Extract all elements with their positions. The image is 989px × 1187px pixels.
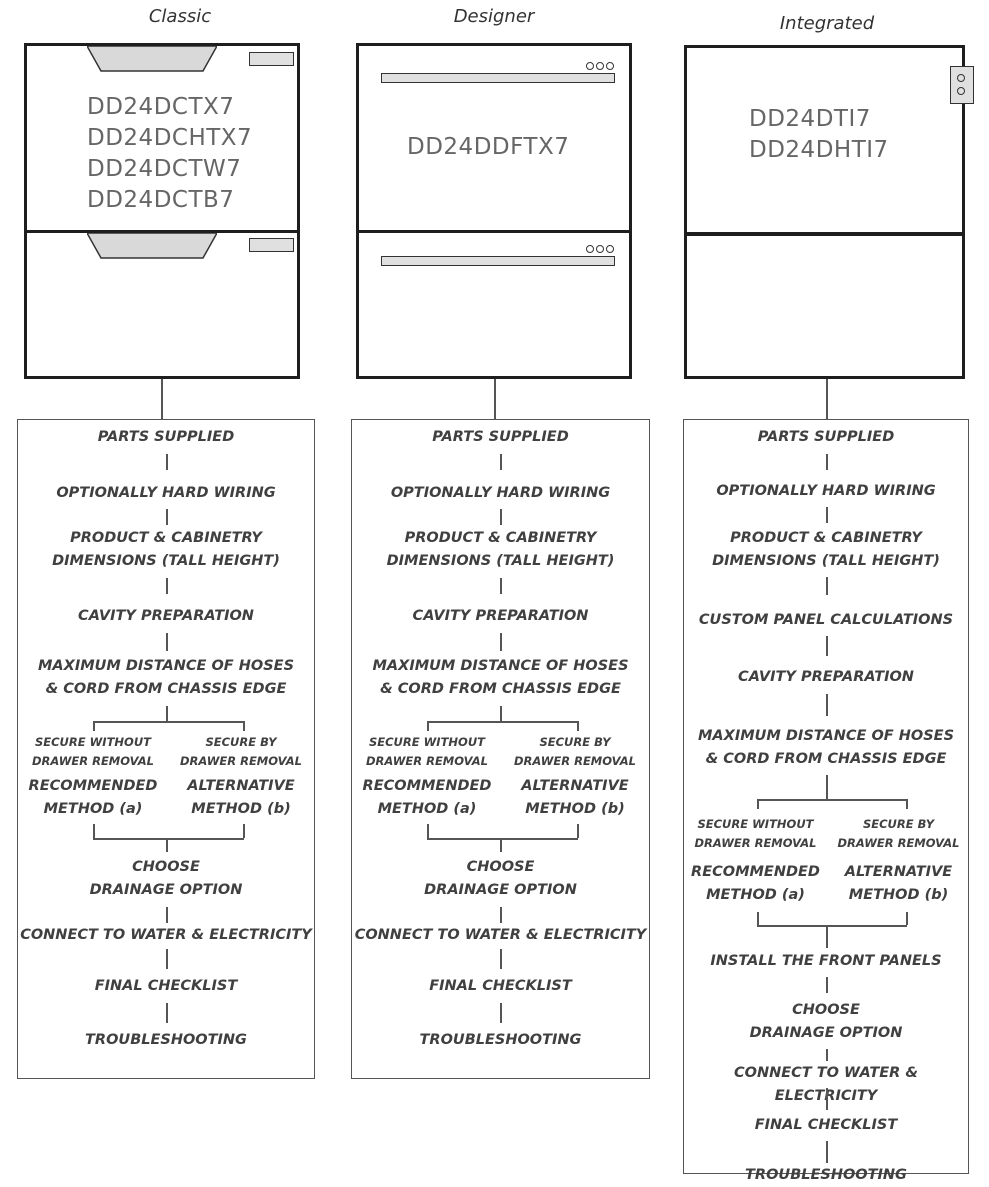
option-secure-without-drawer-removal: SECURE WITHOUT DRAWER REMOVAL	[32, 735, 154, 768]
step-cavity-preparation: CAVITY PREPARATION	[412, 608, 589, 624]
recommended-method-a: RECOMMENDED METHOD (a)	[691, 864, 820, 903]
recommended-method-a: RECOMMENDED METHOD (a)	[28, 778, 158, 817]
step-optionally-hard-wiring: OPTIONALLY HARD WIRING	[56, 485, 276, 501]
designer-dishwasher-illustration: DD24DDFTX7	[356, 43, 632, 379]
designer-installation-flow: PARTS SUPPLIED OPTIONALLY HARD WIRING PR…	[351, 419, 650, 1079]
step-parts-supplied: PARTS SUPPLIED	[432, 429, 569, 445]
step-troubleshooting: TROUBLESHOOTING	[419, 1032, 582, 1048]
step-connect-water-electricity: CONNECT TO WATER & ELECTRICITY	[354, 927, 647, 943]
classic-control-panel-top	[249, 52, 294, 66]
step-parts-supplied: PARTS SUPPLIED	[757, 429, 895, 445]
model-number: DD24DDFTX7	[407, 134, 570, 160]
step-custom-panel-calculations: CUSTOM PANEL CALCULATIONS	[698, 612, 954, 628]
drawer-divider	[687, 232, 962, 236]
connector-line	[161, 379, 163, 419]
integrated-installation-flow: PARTS SUPPLIED OPTIONALLY HARD WIRING PR…	[683, 419, 969, 1183]
model-number: DD24DTI7	[749, 106, 871, 132]
step-parts-supplied: PARTS SUPPLIED	[97, 429, 235, 445]
option-secure-without-drawer-removal: SECURE WITHOUT DRAWER REMOVAL	[694, 817, 817, 850]
model-number: DD24DCTX7	[87, 94, 235, 120]
step-optionally-hard-wiring: OPTIONALLY HARD WIRING	[716, 483, 936, 499]
connector-line	[494, 379, 496, 419]
step-install-front-panels: INSTALL THE FRONT PANELS	[710, 953, 942, 969]
integrated-control-knob	[950, 66, 974, 104]
step-final-checklist: FINAL CHECKLIST	[94, 978, 238, 994]
option-secure-without-drawer-removal: SECURE WITHOUT DRAWER REMOVAL	[366, 735, 488, 768]
model-number: DD24DCTB7	[87, 187, 235, 213]
recommended-method-a: RECOMMENDED METHOD (a)	[362, 778, 492, 817]
step-troubleshooting: TROUBLESHOOTING	[745, 1167, 907, 1183]
classic-installation-flow: PARTS SUPPLIED OPTIONALLY HARD WIRING PR…	[17, 419, 315, 1079]
column-title-classic: Classic	[148, 6, 212, 27]
alternative-method-b: ALTERNATIVE METHOD (b)	[521, 778, 629, 817]
column-title-designer: Designer	[453, 6, 535, 27]
step-maximum-distance-hoses: MAXIMUM DISTANCE OF HOSES & CORD FROM CH…	[697, 728, 955, 767]
step-choose-drainage-option: CHOOSE DRAINAGE OPTION	[424, 859, 577, 898]
step-maximum-distance-hoses: MAXIMUM DISTANCE OF HOSES & CORD FROM CH…	[372, 658, 629, 697]
step-product-cabinetry-dimensions: PRODUCT & CABINETRY DIMENSIONS (TALL HEI…	[52, 530, 280, 569]
step-connect-water-electricity: CONNECT TO WATER & ELECTRICITY	[734, 1065, 918, 1104]
classic-model-list: DD24DCTX7 DD24DCHTX7 DD24DCTW7 DD24DCTB7	[87, 92, 252, 216]
designer-model-list: DD24DDFTX7	[407, 132, 569, 163]
classic-handle-recess-top	[87, 46, 217, 72]
option-secure-by-drawer-removal: SECURE BY DRAWER REMOVAL	[180, 735, 302, 768]
designer-handle-bar-bottom	[381, 256, 615, 266]
step-troubleshooting: TROUBLESHOOTING	[85, 1032, 247, 1048]
option-secure-by-drawer-removal: SECURE BY DRAWER REMOVAL	[514, 735, 636, 768]
step-final-checklist: FINAL CHECKLIST	[429, 978, 572, 994]
step-connect-water-electricity: CONNECT TO WATER & ELECTRICITY	[20, 927, 312, 943]
alternative-method-b: ALTERNATIVE METHOD (b)	[844, 864, 953, 903]
step-final-checklist: FINAL CHECKLIST	[754, 1117, 898, 1133]
classic-handle-recess-bottom	[87, 233, 217, 259]
step-cavity-preparation: CAVITY PREPARATION	[738, 669, 914, 685]
step-product-cabinetry-dimensions: PRODUCT & CABINETRY DIMENSIONS (TALL HEI…	[712, 530, 940, 569]
integrated-model-list: DD24DTI7 DD24DHTI7	[749, 104, 889, 166]
connector-line	[826, 379, 828, 419]
step-optionally-hard-wiring: OPTIONALLY HARD WIRING	[390, 485, 611, 501]
model-number: DD24DCTW7	[87, 156, 242, 182]
designer-indicator-dots-bottom	[586, 238, 616, 257]
model-number: DD24DHTI7	[749, 137, 889, 163]
column-title-integrated: Integrated	[779, 13, 875, 34]
step-cavity-preparation: CAVITY PREPARATION	[78, 608, 254, 624]
step-maximum-distance-hoses: MAXIMUM DISTANCE OF HOSES & CORD FROM CH…	[37, 658, 295, 697]
alternative-method-b: ALTERNATIVE METHOD (b)	[187, 778, 295, 817]
drawer-divider	[359, 230, 629, 233]
classic-dishwasher-illustration: DD24DCTX7 DD24DCHTX7 DD24DCTW7 DD24DCTB7	[24, 43, 300, 379]
option-secure-by-drawer-removal: SECURE BY DRAWER REMOVAL	[837, 817, 960, 850]
model-number: DD24DCHTX7	[87, 125, 253, 151]
step-choose-drainage-option: CHOOSE DRAINAGE OPTION	[89, 859, 243, 898]
step-choose-drainage-option: CHOOSE DRAINAGE OPTION	[749, 1002, 903, 1041]
integrated-dishwasher-illustration: DD24DTI7 DD24DHTI7	[684, 45, 974, 379]
drawer-divider	[27, 230, 297, 233]
step-product-cabinetry-dimensions: PRODUCT & CABINETRY DIMENSIONS (TALL HEI…	[386, 530, 615, 569]
classic-control-panel-bottom	[249, 238, 294, 252]
designer-handle-bar-top	[381, 73, 615, 83]
designer-indicator-dots-top	[586, 55, 616, 74]
